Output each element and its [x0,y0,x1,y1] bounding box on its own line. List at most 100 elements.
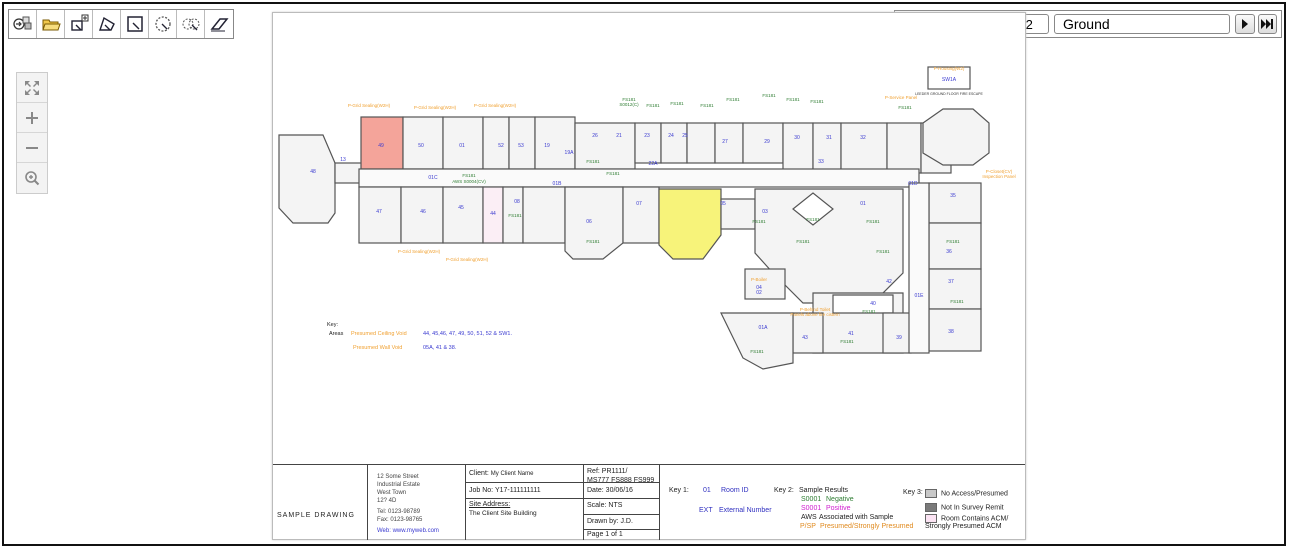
key3-acm: Room Contains ACM/ Strongly Presumed ACM [925,514,1009,530]
scale-field: Scale: NTS [587,502,623,509]
drawing-areas-label: Areas [329,331,344,337]
key3-not-in-survey: Not In Survey Remit [925,503,1004,512]
key2-pos-code: S0001 [801,505,822,512]
svg-text:04: 04 [756,285,762,291]
eraser-icon [210,18,229,32]
svg-text:P-Grid Sealing(W2H): P-Grid Sealing(W2H) [398,249,441,254]
wall-void-areas: 05A, 41 & 38. [423,345,457,351]
svg-text:FS181: FS181 [862,309,876,314]
rectangle-button[interactable] [121,10,149,38]
svg-text:P-Grid Sealing(W2H): P-Grid Sealing(W2H) [348,103,391,108]
site-address-value: The Client Site Building [469,510,537,517]
svg-text:05: 05 [720,201,726,207]
next-page-button[interactable] [1235,14,1255,34]
rectangle-icon [126,16,143,32]
svg-text:AWS S0004(CV): AWS S0004(CV) [452,179,486,184]
key2-label: Key 2: [774,487,794,494]
svg-text:P-Behind Toilet: P-Behind Toilet [800,307,831,312]
level-select[interactable]: Ground [1053,14,1231,34]
svg-text:P-Grid Sealing(W2H): P-Grid Sealing(W2H) [414,105,457,110]
fullscreen-button[interactable] [17,73,47,103]
svg-text:P-Grid Sealing(W2H): P-Grid Sealing(W2H) [446,257,489,262]
zoom-in-icon [26,111,38,124]
key2-aws-text: Associated with Sample [819,514,894,521]
key1-room-code: 01 [703,487,711,494]
svg-text:31: 31 [826,135,832,141]
svg-text:P-Boiler: P-Boiler [751,277,768,282]
svg-text:01B: 01B [553,181,563,187]
svg-text:P-Grid Sealing(W2H): P-Grid Sealing(W2H) [474,103,517,108]
svg-text:FS181: FS181 [726,97,740,102]
drawing-key-label: Key: [327,322,338,328]
last-page-icon [1261,19,1274,29]
wall-void-label: Presumed Wall Void [353,345,402,351]
select-rectangle-button[interactable] [65,10,93,38]
multi-circle-select-icon [182,18,199,31]
svg-text:FS181: FS181 [876,249,890,254]
svg-text:53: 53 [518,143,524,149]
svg-text:01: 01 [860,201,866,207]
svg-text:FS181: FS181 [796,239,810,244]
svg-text:FS181: FS181 [646,103,660,108]
svg-text:52: 52 [498,143,504,149]
key1-label: Key 1: [669,487,689,494]
svg-text:06: 06 [586,219,592,225]
sw1a-label: SW1A [942,77,957,83]
date-field: Date: 30/06/16 [587,487,633,494]
title-block: SAMPLE DRAWING 12 Some Street Industrial… [273,464,1025,540]
svg-text:22A: 22A [649,161,659,167]
zoom-out-button[interactable] [17,133,47,163]
key3-no-access: No Access/Presumed [925,489,1008,498]
svg-text:37: 37 [948,279,954,285]
key2-aws-code: AWS [801,514,817,521]
svg-text:FS181: FS181 [606,171,620,176]
svg-text:49: 49 [378,143,384,149]
not-in-survey-swatch [925,503,937,512]
svg-text:35: 35 [950,193,956,199]
zoom-area-button[interactable] [17,163,47,193]
select-polygon-button[interactable] [93,10,121,38]
zoom-in-button[interactable] [17,103,47,133]
svg-text:FS181: FS181 [762,93,776,98]
drawn-by-field: Drawn by: J.D. [587,518,633,525]
svg-text:FS181: FS181 [586,159,600,164]
company-address: 12 Some Street Industrial Estate West To… [377,474,439,534]
next-page-icon [1241,19,1248,29]
svg-text:40: 40 [870,301,876,307]
svg-text:FS181: FS181 [840,339,854,344]
svg-text:41: 41 [848,331,854,337]
svg-text:FS181: FS181 [950,299,964,304]
client-field: Client: My Client Name [469,470,534,477]
last-page-button[interactable] [1257,14,1278,34]
svg-text:01D: 01D [908,181,918,187]
ceiling-void-label: Presumed Ceiling Void [351,331,407,337]
key2-psp-code: P/SP [800,523,816,530]
svg-text:FS181: FS181 [670,101,684,106]
page-of-field: Page 1 of 1 [587,531,623,538]
svg-text:32: 32 [860,135,866,141]
key2-psp-text: Presumed/Strongly Presumed [820,523,914,530]
svg-text:01A: 01A [759,325,769,331]
open-folder-button[interactable] [37,10,65,38]
key2-neg-code: S0001 [801,496,822,503]
zoom-area-icon [25,171,40,186]
svg-text:07: 07 [636,201,642,207]
key1-ext-text: External Number [719,507,772,514]
svg-text:P-Closet(CV): P-Closet(CV) [986,169,1013,174]
circle-select-button[interactable] [149,10,177,38]
key2-title: Sample Results [799,487,849,494]
svg-text:19A: 19A [565,150,575,156]
svg-text:21: 21 [616,133,622,139]
svg-text:FS181: FS181 [586,239,600,244]
select-layers-button[interactable] [9,10,37,38]
svg-text:42: 42 [886,279,892,285]
svg-text:02: 02 [756,290,762,296]
multi-circle-select-button[interactable] [177,10,205,38]
svg-text:19: 19 [544,143,550,149]
svg-text:01: 01 [459,143,465,149]
eraser-button[interactable] [205,10,233,38]
svg-text:FS181: FS181 [462,173,476,178]
svg-text:33: 33 [818,159,824,165]
